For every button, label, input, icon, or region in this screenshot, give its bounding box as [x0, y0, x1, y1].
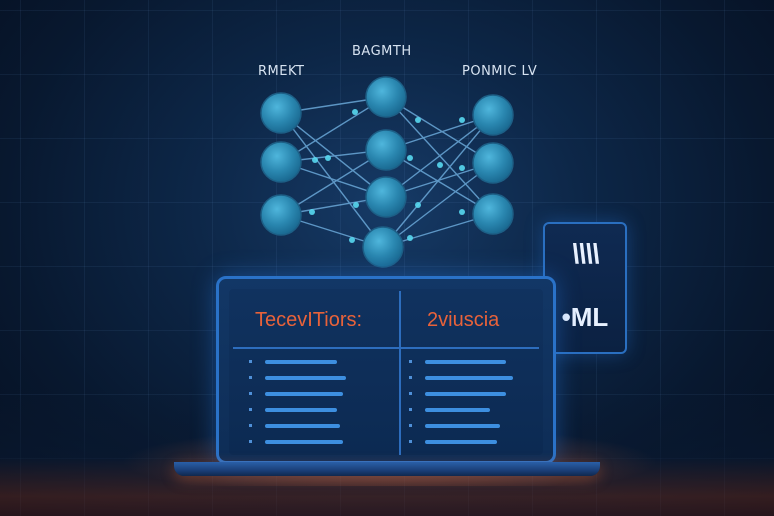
- list-bullet: [409, 360, 412, 363]
- side-card-wave-glyph: \\\\: [571, 238, 599, 269]
- list-row: [249, 376, 399, 380]
- laptop-base: [174, 462, 600, 476]
- network-edge: [280, 112, 387, 198]
- edge-glow-dot: [325, 155, 331, 161]
- list-row: [409, 440, 559, 444]
- list-bar: [265, 360, 337, 364]
- edge-glow-dot: [437, 162, 443, 168]
- screen-panel: TecevITiors: 2viuscia: [229, 289, 543, 455]
- edge-glow-dot: [415, 202, 421, 208]
- laptop-screen: TecevITiors: 2viuscia: [216, 276, 556, 464]
- list-bullet: [249, 392, 252, 395]
- network-node: [472, 94, 514, 136]
- list-bullet: [409, 408, 412, 411]
- list-row: [249, 408, 399, 412]
- header-divider: [233, 347, 539, 349]
- network-node: [362, 226, 404, 268]
- list-row: [249, 424, 399, 428]
- list-bullet: [409, 392, 412, 395]
- list-row: [249, 360, 399, 364]
- network-label-left: RMEKT: [258, 64, 305, 79]
- list-bullet: [249, 408, 252, 411]
- edge-glow-dot: [353, 202, 359, 208]
- list-bullet: [409, 424, 412, 427]
- list-bullet: [409, 376, 412, 379]
- network-node: [365, 176, 407, 218]
- edge-glow-dot: [459, 209, 465, 215]
- list-bar: [265, 392, 343, 396]
- network-label-right: PONMIC LV: [462, 64, 538, 79]
- edge-glow-dot: [407, 155, 413, 161]
- network-node: [472, 142, 514, 184]
- side-card-ml-text: •ML: [561, 302, 609, 332]
- network-edge: [385, 96, 494, 164]
- network-node: [472, 193, 514, 235]
- list-bullet: [249, 360, 252, 363]
- network-edge: [385, 114, 494, 198]
- network-node: [365, 76, 407, 118]
- network-edge: [385, 149, 494, 215]
- ml-side-card: \\\\ •ML: [543, 222, 627, 354]
- list-bar: [425, 376, 513, 380]
- list-bar: [425, 408, 490, 412]
- left-column-title: TecevITiors:: [255, 309, 363, 331]
- edge-glow-dot: [309, 209, 315, 215]
- list-bar: [425, 392, 506, 396]
- list-bullet: [249, 440, 252, 443]
- column-divider: [399, 291, 401, 455]
- network-node: [365, 129, 407, 171]
- list-bar: [265, 440, 343, 444]
- list-bar: [265, 408, 337, 412]
- edge-glow-dot: [349, 237, 355, 243]
- network-node: [260, 194, 302, 236]
- edge-glow-dot: [459, 117, 465, 123]
- list-bullet: [249, 424, 252, 427]
- list-bullet: [249, 376, 252, 379]
- list-bar: [265, 424, 340, 428]
- list-row: [409, 392, 559, 396]
- list-bar: [425, 360, 506, 364]
- network-node: [260, 141, 302, 183]
- list-bar: [425, 440, 497, 444]
- list-bullet: [409, 440, 412, 443]
- edge-glow-dot: [415, 117, 421, 123]
- list-bar: [265, 376, 346, 380]
- edge-glow-dot: [312, 157, 318, 163]
- network-edge: [382, 162, 494, 248]
- list-row: [409, 424, 559, 428]
- right-column-title: 2viuscia: [427, 309, 500, 331]
- list-row: [249, 440, 399, 444]
- list-row: [409, 360, 559, 364]
- network-edge: [382, 114, 494, 248]
- network-edge: [280, 112, 384, 248]
- list-row: [249, 392, 399, 396]
- list-row: [409, 408, 559, 412]
- network-label-center: BAGMTH: [352, 44, 412, 59]
- edge-glow-dot: [407, 235, 413, 241]
- edge-glow-dot: [352, 109, 358, 115]
- list-row: [409, 376, 559, 380]
- network-node: [260, 92, 302, 134]
- list-bar: [425, 424, 500, 428]
- edge-glow-dot: [459, 165, 465, 171]
